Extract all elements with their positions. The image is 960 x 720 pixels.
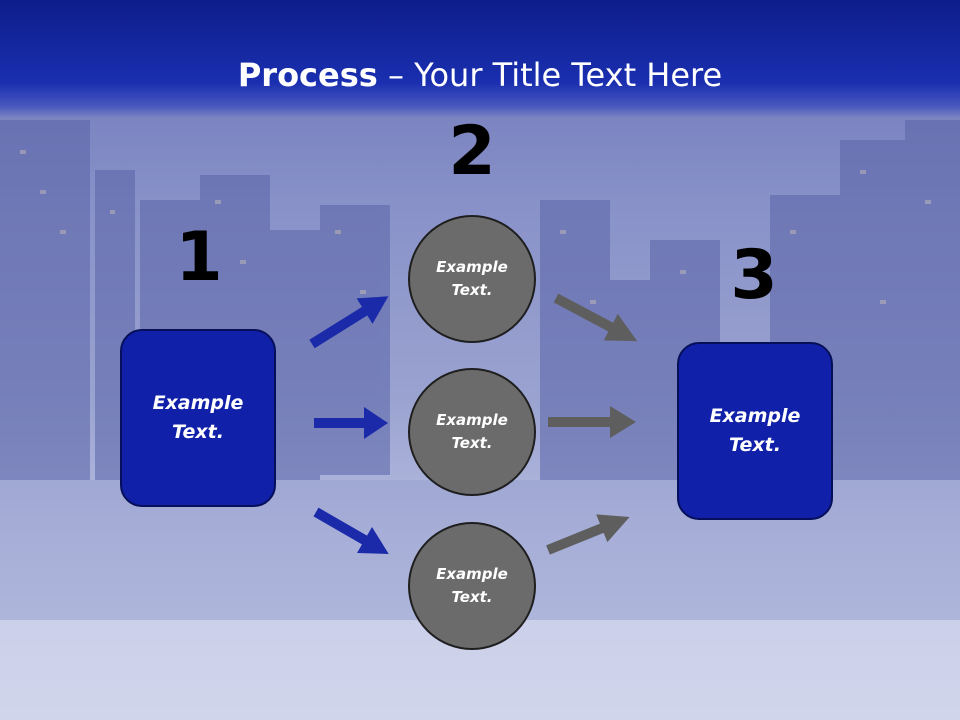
arrow-circle-1-to-box-3	[553, 293, 638, 342]
arrow-to-circle-2	[314, 407, 388, 439]
step-1-text: Example Text.	[152, 392, 244, 443]
circle-1: Example Text.	[408, 215, 536, 343]
arrow-to-circle-3	[313, 507, 389, 554]
step-1-number: 1	[175, 218, 223, 297]
circle-3-text: Example Text.	[436, 565, 508, 606]
step-1-box: Example Text.	[120, 329, 276, 507]
circle-1-text: Example Text.	[436, 258, 508, 299]
circle-2-text: Example Text.	[436, 411, 508, 452]
circle-2: Example Text.	[408, 368, 536, 496]
step-3-number: 3	[730, 236, 778, 315]
step-3-box: Example Text.	[677, 342, 833, 520]
arrow-circle-3-to-box-3	[546, 514, 630, 555]
title-rest: – Your Title Text Here	[377, 56, 723, 94]
step-3-text: Example Text.	[709, 405, 801, 456]
step-2-number: 2	[448, 112, 496, 191]
gray-arrows	[546, 293, 638, 555]
slide-title: Process – Your Title Text Here	[0, 52, 960, 98]
circle-3: Example Text.	[408, 522, 536, 650]
blue-arrows	[309, 296, 389, 554]
arrow-circle-2-to-box-3	[548, 406, 636, 438]
arrow-to-circle-1	[309, 296, 389, 349]
title-bold: Process	[237, 56, 378, 94]
title-bar	[0, 0, 960, 118]
